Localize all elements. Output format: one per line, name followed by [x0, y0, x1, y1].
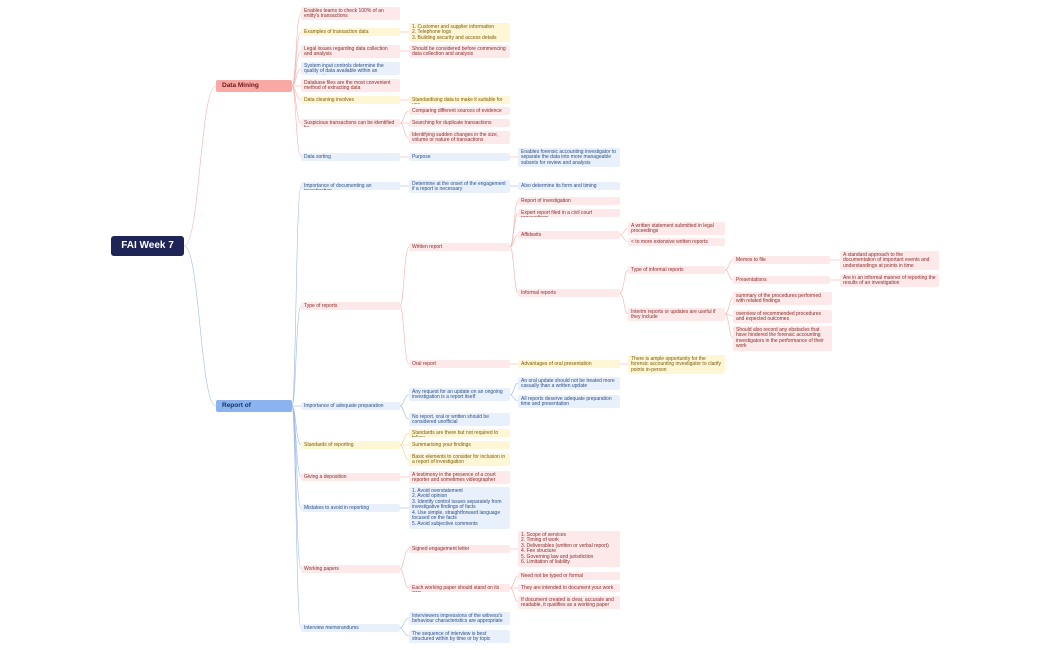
rep-wp-qualifies[interactable]: If document created is clear, accurate a… — [518, 596, 620, 609]
rep-affidavit-extensive[interactable]: < to more extensive written reports — [628, 238, 725, 246]
dm-comparing-sources[interactable]: Comparing different sources of evidence — [409, 107, 510, 115]
dm-suspicious-transactions[interactable]: Suspicious transactions can be identifie… — [301, 119, 400, 127]
rep-written-report[interactable]: Written report — [409, 243, 510, 251]
rep-affidavit-statement[interactable]: A written statement submitted in legal p… — [628, 222, 725, 235]
dm-examples-detail[interactable]: 1. Customer and supplier information 2. … — [409, 23, 510, 42]
branch-data-mining[interactable]: Data Mining — [216, 80, 292, 92]
rep-no-report-unofficial[interactable]: No report, oral or written should be con… — [409, 413, 510, 426]
rep-wp-document-work[interactable]: They are intended to document your work — [518, 584, 620, 592]
dm-sudden-changes[interactable]: Identifying sudden changes in the size, … — [409, 131, 510, 144]
dm-data-cleaning-detail[interactable]: Standardising data to make it suitable f… — [409, 96, 510, 104]
rep-oral-update[interactable]: An oral update should not be treated mor… — [518, 377, 620, 390]
rep-mistakes[interactable]: Mistakes to avoid in reporting — [301, 504, 400, 512]
rep-interim-overview[interactable]: overview of recommended procedures and e… — [733, 310, 832, 323]
rep-giving-deposition[interactable]: Giving a deposition — [301, 473, 400, 481]
rep-report-of-investigation[interactable]: Report of investigation — [518, 197, 620, 205]
rep-summarising-findings[interactable]: Summarising your findings — [409, 441, 510, 449]
rep-presentations[interactable]: Presentations — [733, 276, 830, 284]
rep-type-informal[interactable]: Type of informal reports — [628, 266, 725, 274]
rep-affidavits[interactable]: Affidavits — [518, 231, 620, 239]
rep-type-of-reports[interactable]: Type of reports — [301, 302, 400, 310]
rep-memos-detail[interactable]: A standard approach to the documentation… — [840, 251, 939, 270]
rep-determine-report[interactable]: Determine at the onset of the engagement… — [409, 180, 510, 193]
rep-interim-reports[interactable]: Interim reports or updates are useful if… — [628, 308, 725, 321]
rep-working-papers[interactable]: Working papers — [301, 565, 400, 573]
dm-data-sorting-detail[interactable]: Enables forensic accounting investigator… — [518, 148, 620, 167]
rep-deposition-detail[interactable]: A testimony in the presence of a court r… — [409, 471, 510, 484]
rep-interview-impressions[interactable]: Interviewers impressions of the witness'… — [409, 612, 510, 625]
rep-interim-obstacles[interactable]: Should also record any obstacles that ha… — [733, 326, 832, 351]
root-topic[interactable]: FAI Week 7 — [111, 236, 184, 256]
rep-each-working-paper[interactable]: Each working paper should stand on its o… — [409, 584, 510, 592]
rep-basic-elements[interactable]: Basic elements to consider for inclusion… — [409, 453, 510, 466]
dm-system-input-controls[interactable]: System input controls determine the qual… — [301, 62, 400, 75]
dm-database-files[interactable]: Database files are the most convenient m… — [301, 79, 400, 92]
dm-data-sorting[interactable]: Data sorting — [301, 153, 400, 161]
rep-signed-detail[interactable]: 1. Scope of services 2. Timing of work 3… — [518, 531, 620, 567]
connectors-data-mining — [291, 12, 518, 158]
connector-root-report — [183, 245, 217, 407]
rep-all-reports-preparation[interactable]: All reports deserve adequate preparation… — [518, 395, 620, 408]
rep-importance-documenting[interactable]: Importance of documenting an investigati… — [301, 182, 400, 190]
connectors-report — [291, 185, 840, 637]
branch-report-of-investigation[interactable]: Report of investigation — [216, 400, 292, 412]
rep-interview-memos[interactable]: Interview memorandums — [301, 624, 400, 632]
connector-root-data-mining — [183, 85, 217, 247]
rep-form-timing[interactable]: Also determine its form and timing — [518, 182, 620, 190]
dm-legal-issues[interactable]: Legal issues regarding data collection a… — [301, 45, 400, 58]
rep-memos-to-file[interactable]: Memos to file — [733, 256, 830, 264]
dm-examples-transaction-data[interactable]: Examples of transaction data — [301, 28, 400, 36]
dm-check-transactions[interactable]: Enables teams to check 100% of an entity… — [301, 7, 400, 20]
rep-presentations-detail[interactable]: Are in an informal manner of reporting t… — [840, 274, 939, 287]
dm-searching-duplicates[interactable]: Searching for duplicate transactions — [409, 119, 510, 127]
rep-interview-sequence[interactable]: The sequence of interview is best struct… — [409, 630, 510, 643]
rep-expert-report[interactable]: Expert report filed in a civil court pro… — [518, 209, 620, 217]
dm-legal-issues-detail[interactable]: Should be considered before commencing d… — [409, 45, 510, 58]
rep-interim-summary[interactable]: summary of the procedures performed with… — [733, 292, 832, 305]
rep-oral-report[interactable]: Oral report — [409, 360, 510, 368]
rep-mistakes-detail[interactable]: 1. Avoid overstatement 2. Avoid opinion … — [409, 487, 510, 529]
rep-oral-advantages[interactable]: Advantages of oral presentation — [518, 360, 620, 368]
rep-wp-not-formal[interactable]: Need not be typed or formal — [518, 572, 620, 580]
rep-update-request[interactable]: Any request for an update on an ongoing … — [409, 388, 510, 401]
rep-oral-advantages-detail[interactable]: There is ample opportunity for the foren… — [628, 355, 725, 374]
rep-informal-reports[interactable]: Informal reports — [518, 289, 620, 297]
dm-data-cleaning[interactable]: Data cleaning involves — [301, 96, 400, 104]
rep-standards-not-required[interactable]: Standards are there but not required to … — [409, 429, 510, 437]
rep-signed-engagement[interactable]: Signed engagement letter — [409, 545, 510, 553]
dm-data-sorting-purpose[interactable]: Purpose — [409, 153, 510, 161]
rep-standards[interactable]: Standards of reporting — [301, 441, 400, 449]
rep-adequate-preparation[interactable]: Importance of adequate preparation — [301, 402, 400, 410]
